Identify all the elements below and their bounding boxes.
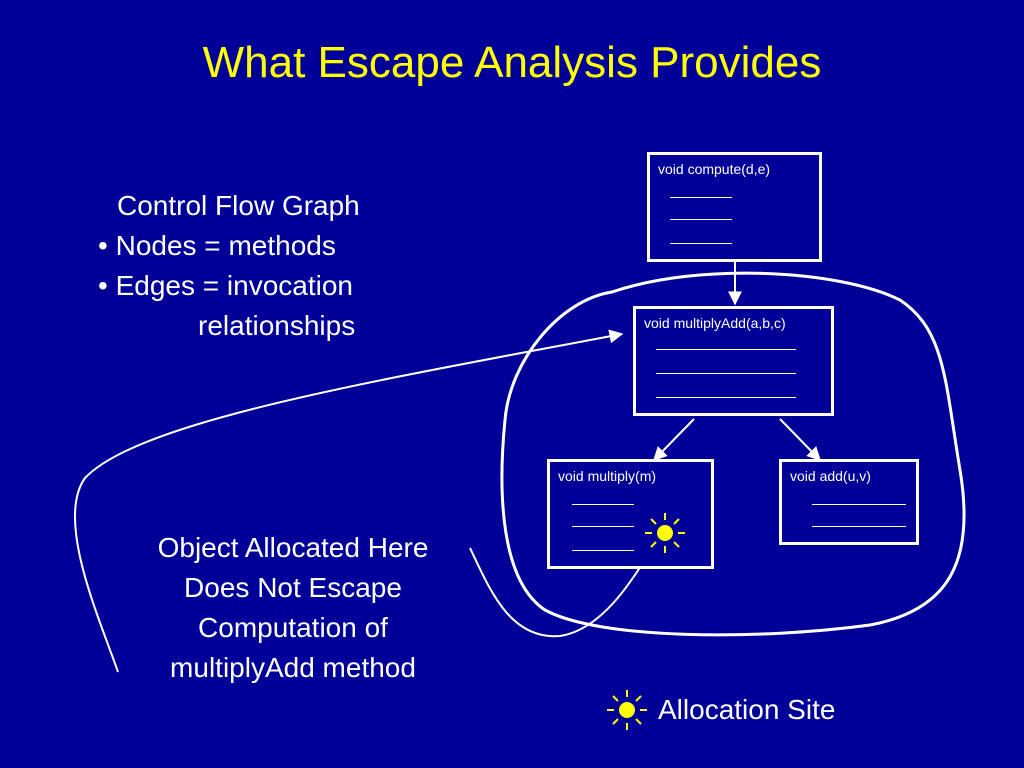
node-add-body-line [812,504,906,505]
node-add-signature: void add(u,v) [790,468,871,484]
node-compute-body-line [670,219,732,220]
annotation-to-allocation-curve [469,546,653,638]
cfg-bullet-nodes: Nodes = methods [98,226,458,266]
cfg-nodes-text: Nodes = methods [115,230,336,261]
node-multiplyadd-body-line [656,397,796,398]
edge-multiplyadd-to-add [779,418,821,462]
cfg-heading: Control Flow Graph [117,190,360,221]
node-multiply-signature: void multiply(m) [558,468,657,484]
node-multiplyadd-signature: void multiplyAdd(a,b,c) [644,315,786,331]
node-compute: void compute(d,e) [647,152,822,262]
node-multiply-body-line [572,526,634,527]
edge-multiplyadd-to-multiply [653,418,695,462]
escape-boundary [500,271,966,637]
node-multiplyadd-body-line [656,373,796,374]
node-compute-body-line [670,197,732,198]
cfg-bullet-edges: Edges = invocation [98,266,458,306]
cfg-edges-text: Edges = invocation [115,270,353,301]
node-add: void add(u,v) [779,459,919,545]
slide-title: What Escape Analysis Provides [202,38,822,87]
annotation-line-3: Computation of [198,612,388,643]
node-multiplyadd: void multiplyAdd(a,b,c) [633,306,834,416]
allocation-site-sun-icon [645,513,685,553]
legend-sun-icon [607,690,647,730]
cfg-description: Control Flow Graph Nodes = methods Edges… [98,186,458,346]
node-multiplyadd-body-line [656,349,796,350]
node-multiply: void multiply(m) [547,459,714,569]
node-add-body-line [812,526,906,527]
annotation-text: Object Allocated Here Does Not Escape Co… [122,528,464,688]
node-compute-signature: void compute(d,e) [658,161,771,177]
annotation-to-multiplyadd-curve [74,329,624,673]
annotation-line-1: Object Allocated Here [157,532,429,563]
node-multiply-body-line [572,504,634,505]
annotation-line-4: multiplyAdd method [170,652,416,683]
cfg-edges-continuation: relationships [198,310,356,341]
node-compute-body-line [670,243,732,244]
legend-label: Allocation Site [658,694,836,725]
node-multiply-body-line [572,550,634,551]
annotation-line-2: Does Not Escape [184,572,402,603]
